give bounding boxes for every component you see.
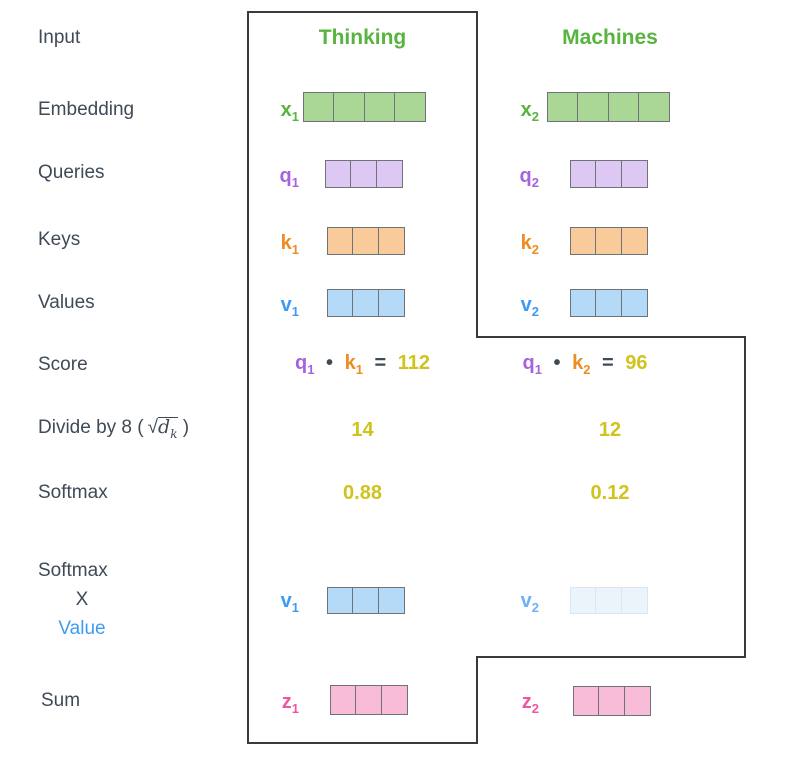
row-label-score: Score	[38, 354, 88, 375]
dot-product-icon: •	[326, 352, 334, 374]
vector-cell	[303, 92, 335, 122]
v1-vector	[327, 289, 405, 317]
x2-vector	[547, 92, 671, 122]
vector-cell	[620, 587, 648, 614]
vector-cell	[327, 227, 354, 255]
q2-vector	[570, 160, 648, 188]
score2-result: 96	[625, 352, 648, 374]
z1-vector	[330, 685, 408, 715]
vector-cell	[327, 289, 354, 317]
vector-cell	[333, 92, 366, 122]
sqrt-dk-term: dk	[158, 416, 178, 441]
vector-cell	[325, 160, 352, 188]
vector-cell	[330, 685, 357, 715]
vector-cell	[598, 686, 626, 716]
softmax-value-machines: 0.12	[590, 482, 630, 504]
row-label-divide-by-8: Divide by 8 (√dk )	[38, 417, 189, 440]
vector-cell	[638, 92, 671, 122]
vector-cell	[355, 685, 383, 715]
weighted-v2-vector	[570, 587, 648, 614]
z2-vector	[573, 686, 651, 716]
vector-cell	[607, 92, 640, 122]
vector-cell	[570, 160, 597, 188]
weighted-v2-label: v2	[520, 590, 539, 615]
vector-cell	[595, 160, 623, 188]
vector-cell	[394, 92, 427, 122]
vector-cell	[620, 227, 648, 255]
vector-cell	[620, 289, 648, 317]
vector-cell	[570, 289, 597, 317]
score-machines: q1 • k2 = 96	[460, 352, 710, 377]
x1-vector	[303, 92, 427, 122]
x2-label: x2	[520, 99, 539, 124]
row-label-softmax: Softmax	[38, 482, 108, 503]
x1-label: x1	[280, 99, 299, 124]
sqrt-symbol: √	[147, 417, 159, 438]
row-label-embedding: Embedding	[38, 99, 135, 120]
column-header-thinking: Thinking	[318, 26, 407, 49]
dot-product-icon: •	[553, 352, 561, 374]
score2-k-term: k2	[572, 352, 591, 377]
vector-cell	[327, 587, 354, 614]
sxv-line-x: X	[75, 589, 89, 610]
vector-cell	[352, 587, 380, 614]
z1-label: z1	[281, 691, 299, 716]
q1-label: q1	[279, 165, 299, 190]
column-header-machines: Machines	[562, 26, 658, 49]
row-label-softmax-x-value: Softmax X Value	[38, 556, 126, 643]
vector-cell	[377, 587, 405, 614]
score2-q-term: q1	[522, 352, 542, 377]
vector-cell	[377, 227, 405, 255]
score1-equals: =	[374, 352, 387, 374]
softmax-value-thinking: 0.88	[343, 482, 382, 504]
vector-cell	[595, 227, 623, 255]
vector-cell	[595, 587, 623, 614]
k2-label: k2	[520, 232, 539, 257]
sxv-line-value: Value	[58, 618, 106, 639]
weighted-v1-vector	[327, 587, 405, 614]
q2-label: q2	[519, 165, 539, 190]
row-label-keys: Keys	[38, 229, 81, 250]
row-label-queries: Queries	[38, 162, 105, 183]
vector-cell	[377, 289, 405, 317]
v2-vector	[570, 289, 648, 317]
vector-cell	[375, 160, 403, 188]
vector-cell	[352, 289, 380, 317]
score1-k-term: k1	[344, 352, 363, 377]
k2-vector	[570, 227, 648, 255]
vector-cell	[547, 92, 579, 122]
score1-q-term: q1	[294, 352, 315, 377]
vector-cell	[570, 227, 597, 255]
vector-cell	[620, 160, 648, 188]
row-label-sum: Sum	[41, 690, 81, 711]
vector-cell	[363, 92, 396, 122]
k1-vector	[327, 227, 405, 255]
vector-cell	[350, 160, 378, 188]
vector-cell	[595, 289, 623, 317]
score-thinking: q1 • k1 = 112	[248, 352, 477, 377]
vector-cell	[570, 587, 597, 614]
divided-score-machines: 12	[598, 419, 622, 441]
vector-cell	[577, 92, 610, 122]
v1-label: v1	[280, 294, 299, 319]
sxv-line-softmax: Softmax	[38, 560, 108, 581]
k1-label: k1	[280, 232, 299, 257]
divided-score-thinking: 14	[351, 419, 374, 441]
vector-cell	[352, 227, 380, 255]
divide-label-prefix: Divide by 8 (	[38, 417, 144, 438]
row-label-values: Values	[38, 292, 95, 313]
vector-cell	[573, 686, 600, 716]
score2-equals: =	[602, 352, 614, 374]
score1-result: 112	[397, 352, 431, 374]
row-label-input: Input	[38, 27, 81, 48]
divide-label-suffix: )	[182, 417, 190, 438]
v2-label: v2	[520, 294, 539, 319]
vector-cell	[623, 686, 651, 716]
q1-vector	[325, 160, 403, 188]
z2-label: z2	[521, 691, 539, 716]
weighted-v1-label: v1	[280, 590, 299, 615]
vector-cell	[380, 685, 408, 715]
